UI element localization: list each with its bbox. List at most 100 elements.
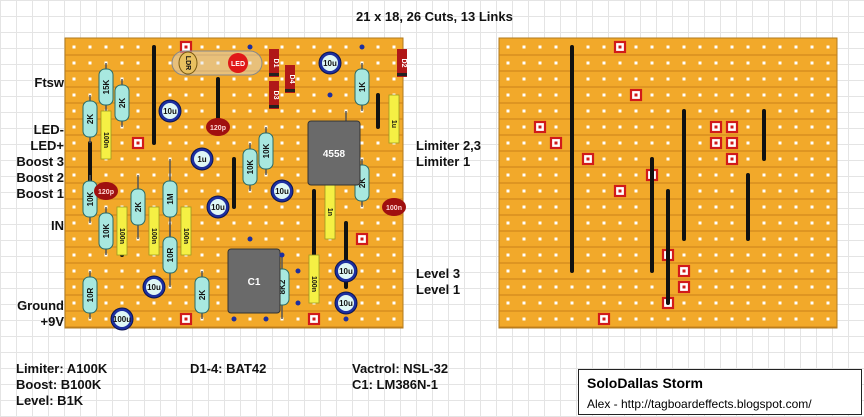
hole <box>522 93 526 97</box>
resistor-body <box>354 68 370 106</box>
hole <box>72 285 76 289</box>
hole <box>810 301 814 305</box>
hole <box>216 189 220 193</box>
hole <box>730 173 734 177</box>
hole <box>810 237 814 241</box>
film-label: 100n <box>150 228 157 244</box>
hole <box>778 237 782 241</box>
hole <box>602 109 606 113</box>
hole <box>168 317 172 321</box>
hole <box>152 173 156 177</box>
hole <box>538 157 542 161</box>
hole <box>376 157 380 161</box>
hole <box>72 109 76 113</box>
hole <box>826 141 830 145</box>
hole <box>280 77 284 81</box>
hole <box>168 45 172 49</box>
diode-body <box>285 65 295 93</box>
hole <box>344 77 348 81</box>
hole <box>682 93 686 97</box>
hole <box>376 221 380 225</box>
hole <box>554 237 558 241</box>
resistor-label: 2K <box>134 202 143 212</box>
hole <box>666 61 670 65</box>
hole <box>104 301 108 305</box>
resistor-body <box>82 180 98 218</box>
cap-top <box>274 183 290 199</box>
hole <box>634 205 638 209</box>
hole <box>618 141 622 145</box>
hole <box>634 157 638 161</box>
hole <box>392 253 396 257</box>
hole <box>746 141 750 145</box>
hole <box>618 301 622 305</box>
hole <box>698 205 702 209</box>
cut-center <box>538 125 542 129</box>
diode-label: D1 <box>272 59 279 68</box>
hole <box>200 141 204 145</box>
hole <box>152 317 156 321</box>
hole <box>136 93 140 97</box>
cut-center <box>730 141 734 145</box>
hole <box>296 141 300 145</box>
ic-body <box>227 248 281 314</box>
hole <box>72 253 76 257</box>
hole <box>778 141 782 145</box>
hole <box>778 205 782 209</box>
hole <box>232 77 236 81</box>
hole <box>746 253 750 257</box>
hole <box>296 45 300 49</box>
hole <box>136 109 140 113</box>
hole <box>634 173 638 177</box>
diode-label: D4 <box>288 75 295 84</box>
hole <box>602 45 606 49</box>
resistor-body <box>194 276 210 314</box>
resistor-body <box>130 188 146 226</box>
hole <box>794 157 798 161</box>
hole <box>602 221 606 225</box>
hole <box>184 125 188 129</box>
hole <box>72 141 76 145</box>
hole <box>296 253 300 257</box>
hole <box>312 45 316 49</box>
hole <box>392 285 396 289</box>
hole <box>826 77 830 81</box>
hole <box>794 301 798 305</box>
label-limiter-23: Limiter 2,3 <box>416 138 482 153</box>
hole <box>794 285 798 289</box>
hole <box>506 237 510 241</box>
hole <box>554 125 558 129</box>
hole <box>618 109 622 113</box>
hole <box>506 45 510 49</box>
hole <box>650 93 654 97</box>
cap-label: 10u <box>163 107 177 116</box>
hole <box>88 61 92 65</box>
hole <box>810 93 814 97</box>
hole <box>618 93 622 97</box>
hole <box>200 205 204 209</box>
hole <box>586 205 590 209</box>
hole <box>586 285 590 289</box>
hole <box>554 45 558 49</box>
hole <box>232 141 236 145</box>
hole <box>586 77 590 81</box>
hole <box>698 189 702 193</box>
hole <box>586 61 590 65</box>
cap-top <box>194 151 210 167</box>
cut-center <box>136 141 140 145</box>
hole <box>826 285 830 289</box>
hole <box>730 301 734 305</box>
hole <box>104 45 108 49</box>
hole <box>714 45 718 49</box>
hole <box>104 285 108 289</box>
hole <box>344 61 348 65</box>
hole <box>778 125 782 129</box>
hole <box>826 253 830 257</box>
resistor-body <box>114 84 130 122</box>
hole <box>312 93 316 97</box>
hole <box>810 157 814 161</box>
label-boost-2: Boost 2 <box>16 170 64 185</box>
legend-boost: Boost: B100K <box>16 377 102 392</box>
hole <box>392 237 396 241</box>
hole <box>104 269 108 273</box>
